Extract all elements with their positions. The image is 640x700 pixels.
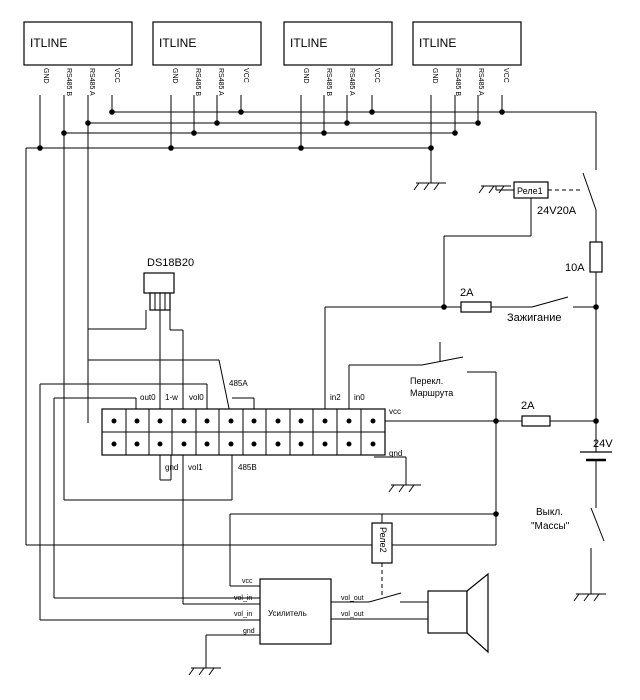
route-switch: Перекл. Маршрута xyxy=(348,342,497,545)
amp-pin-volin-2: vol_in xyxy=(234,611,252,618)
pin-gnd-label: GND xyxy=(302,68,309,84)
pin-label-1w: 1-w xyxy=(165,393,178,402)
pin-rs485a-label: RS485 A xyxy=(217,68,224,96)
mass-switch-label-1: Выкл. xyxy=(536,507,563,518)
fuse-board-label: 2A xyxy=(521,400,535,412)
battery-voltage-label: 24V xyxy=(593,438,613,450)
relay1: Реле1 24V20A xyxy=(443,181,583,307)
pin-rs485a-label: RS485 A xyxy=(477,68,484,96)
itline-device-3-title: ITLINE xyxy=(290,36,327,50)
speaker-icon xyxy=(427,572,489,654)
pin-label-485a: 485A xyxy=(229,379,248,388)
bus-wiring xyxy=(26,95,596,500)
bus-junctions xyxy=(37,109,505,151)
route-switch-label-1: Перекл. xyxy=(410,376,443,386)
ignition-switch-label: Зажигание xyxy=(507,312,562,324)
junction-amp-vcc xyxy=(493,511,499,517)
fuse-ignition-label: 2A xyxy=(460,287,474,299)
amplifier-label: Усилитель xyxy=(268,609,307,618)
mass-switch: Выкл. "Массы" xyxy=(531,507,605,542)
vcc-supply: 2A xyxy=(373,400,599,427)
pin-vcc-label: VCC xyxy=(113,68,120,83)
pin-gnd-label: GND xyxy=(431,68,438,84)
amp-pin-volin-1: vol_in xyxy=(234,595,252,602)
pin-label-in2: in2 xyxy=(330,393,341,402)
itline-device-1-title: ITLINE xyxy=(30,36,67,50)
pin-rs485b-label: RS485 B xyxy=(194,68,201,96)
itline-device-2-title: ITLINE xyxy=(159,36,196,50)
pin-label-vcc: vcc xyxy=(389,407,401,416)
fuse-main-label: 10A xyxy=(565,262,585,274)
ground-symbol-bus xyxy=(413,182,446,191)
pin-gnd-label: GND xyxy=(171,68,178,84)
amp-pin-volout-1: vol_out xyxy=(341,595,364,602)
ground-symbol-relay1 xyxy=(478,185,514,194)
board-connections xyxy=(25,148,496,621)
pin-rs485b-label: RS485 B xyxy=(65,68,72,96)
pin-rs485a-label: RS485 A xyxy=(88,68,95,96)
relay2-label: Реле2 xyxy=(378,527,388,553)
pin-label-gnd-bottom: gnd xyxy=(165,463,178,472)
ground-symbol-mass xyxy=(573,548,606,602)
ds18b20-label: DS18B20 xyxy=(147,257,194,269)
ground-symbol-board xyxy=(374,456,421,493)
amplifier: Усилитель vcc vol_in vol_in gnd vol_out … xyxy=(234,578,428,645)
controller-board: out0 1-w vol0 485A in2 in0 vcc gnd vol1 … xyxy=(101,379,402,472)
itline-device-3: ITLINE GND RS485 B RS485 A VCC xyxy=(283,21,393,96)
route-switch-label-2: Маршрута xyxy=(410,388,453,398)
pin-label-vol0: vol0 xyxy=(189,393,204,402)
ignition-circuit: 2A Зажигание xyxy=(324,287,599,423)
pin-label-in0: in0 xyxy=(354,393,365,402)
ground-symbol-amplifier xyxy=(188,634,260,676)
pin-rs485b-label: RS485 B xyxy=(325,68,332,96)
pin-vcc-label: VCC xyxy=(502,68,509,83)
board-pins xyxy=(111,418,376,447)
pin-label-gnd-right: gnd xyxy=(389,449,402,458)
amp-pin-vcc: vcc xyxy=(242,578,253,585)
pin-rs485b-label: RS485 B xyxy=(454,68,461,96)
relay1-label: Реле1 xyxy=(517,186,543,196)
pin-gnd-label: GND xyxy=(42,68,49,84)
relay1-rating: 24V20A xyxy=(537,205,577,217)
itline-device-1: ITLINE GND RS485 B RS485 A VCC xyxy=(23,21,133,96)
pin-label-485b: 485B xyxy=(238,463,257,472)
pin-label-out0: out0 xyxy=(140,393,156,402)
relay2: Реле2 xyxy=(371,514,393,598)
pin-vcc-label: VCC xyxy=(242,68,249,83)
battery: 24V xyxy=(580,438,613,508)
pin-label-vol1: vol1 xyxy=(188,463,203,472)
amp-pin-gnd: gnd xyxy=(243,628,255,635)
itline-device-4: ITLINE GND RS485 B RS485 A VCC xyxy=(412,21,522,96)
pin-vcc-label: VCC xyxy=(373,68,380,83)
itline-device-4-title: ITLINE xyxy=(419,36,456,50)
itline-device-2: ITLINE GND RS485 B RS485 A VCC xyxy=(152,21,262,96)
mass-switch-label-2: "Массы" xyxy=(531,521,570,532)
pin-rs485a-label: RS485 A xyxy=(348,68,355,96)
amp-pin-volout-2: vol_out xyxy=(341,611,364,618)
fuse-main: 10A xyxy=(565,241,603,452)
relay1-contact xyxy=(582,112,597,242)
